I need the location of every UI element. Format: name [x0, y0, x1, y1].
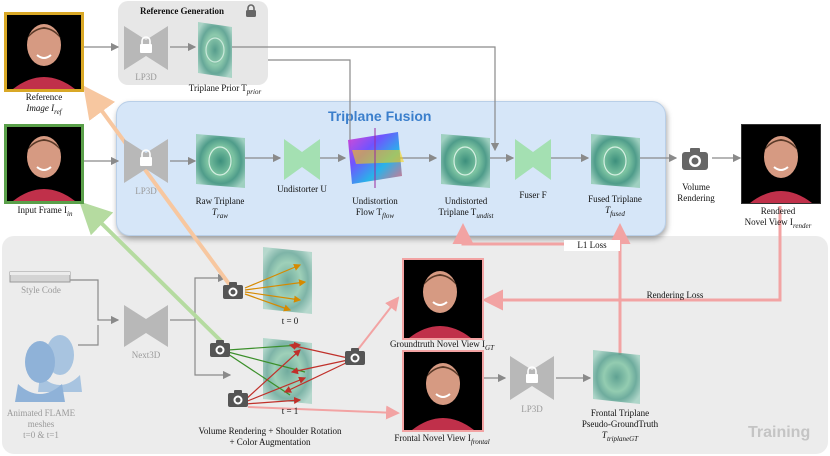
- training-triplane-t0: [263, 247, 312, 314]
- raw-triplane-label: Raw Triplane Traw: [195, 196, 245, 220]
- triplane-prior-plane: [198, 22, 232, 78]
- training-title: Training: [748, 424, 811, 441]
- undistorted-triplane-label: Undistorted Triplane Tundist: [438, 196, 494, 220]
- t1-label: t = 1: [281, 406, 299, 416]
- lp3d-train-encoder: [510, 356, 554, 400]
- undistortion-flow-label: Undistortion Flow Tflow: [352, 196, 398, 220]
- rendered-novel-view-image: [741, 124, 821, 204]
- fuser-module: [515, 139, 551, 180]
- triplane-prior-label: Triplane Prior Tprior: [188, 83, 262, 96]
- frontal-novel-view-label: Frontal Novel View Ifrontal: [394, 433, 490, 446]
- undistorted-triplane-plane: [441, 134, 490, 188]
- input-frame-label: Input Frame Iin: [17, 205, 73, 218]
- rays-t1: [227, 341, 349, 405]
- raw-triplane-plane: [196, 134, 245, 188]
- camera-icon: [210, 340, 230, 357]
- undistorter-label: Undistorter U: [277, 184, 327, 194]
- next3d-generator: [124, 305, 168, 347]
- fused-triplane-plane: [591, 134, 640, 188]
- flame-meshes-label: Animated FLAME meshes t=0 & t=1: [6, 408, 76, 440]
- undistortion-flow-visual: [348, 128, 404, 188]
- lp3d-ref-encoder: [124, 26, 168, 70]
- undistorter-module: [284, 139, 320, 180]
- t0-label: t = 0: [281, 316, 299, 326]
- style-code-bar: [9, 271, 71, 283]
- frontal-triplane-plane: [593, 350, 640, 404]
- render-augmentation-label: Volume Rendering + Shoulder Rotation + C…: [198, 426, 342, 447]
- flame-meshes: [15, 335, 82, 402]
- rendering-loss-label: Rendering Loss: [646, 290, 704, 300]
- rays-t0: [244, 263, 307, 312]
- frontal-triplane-label: Frontal Triplane Pseudo-GroundTruth Ttri…: [581, 408, 659, 443]
- lp3d-train-label: LP3D: [521, 404, 543, 414]
- camera-icon: [345, 348, 365, 365]
- fused-triplane-label: Fused Triplane Tfused: [588, 194, 642, 218]
- fuser-label: Fuser F: [519, 190, 547, 200]
- reference-image: [4, 12, 84, 92]
- reference-image-label: Reference Image Iref: [25, 92, 63, 116]
- rendered-novel-view-label: Rendered Novel View Irender: [744, 206, 812, 230]
- reference-generation-title: Reference Generation: [140, 6, 225, 16]
- style-code-label: Style Code: [21, 285, 61, 295]
- lock-icon: [246, 4, 256, 17]
- triplane-fusion-title: Triplane Fusion: [328, 108, 432, 124]
- camera-icon: [228, 390, 248, 407]
- input-frame-image: [4, 124, 84, 204]
- frontal-novel-view-image: [402, 350, 484, 432]
- lp3d-main-label: LP3D: [135, 186, 157, 196]
- camera-icon: [223, 282, 243, 299]
- groundtruth-novel-view-label: Groundtruth Novel View IGT: [390, 339, 494, 352]
- lp3d-main-encoder: [124, 139, 168, 183]
- camera-icon: [682, 148, 708, 170]
- next3d-label: Next3D: [131, 350, 161, 360]
- l1-loss-label: L1 Loss: [564, 240, 620, 251]
- lp3d-ref-label: LP3D: [135, 72, 157, 82]
- volume-rendering-label: Volume Rendering: [677, 182, 715, 203]
- groundtruth-novel-view-image: [402, 258, 484, 340]
